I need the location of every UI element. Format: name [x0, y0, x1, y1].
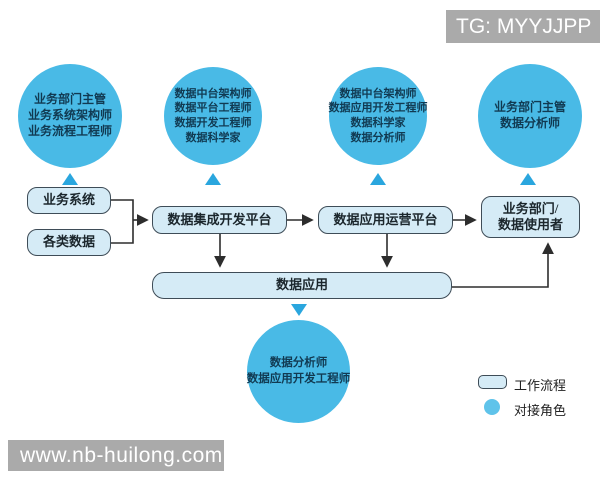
role-line: 数据分析师 — [350, 131, 406, 144]
role-line: 数据应用开发工程师 — [328, 102, 428, 115]
tg-watermark-badge: TG: MYYJJPP — [446, 10, 600, 43]
role-line: 数据平台工程师 — [174, 102, 252, 115]
role-circle-platform-engineers: 数据中台架构师 数据平台工程师 数据开发工程师 数据科学家 — [164, 67, 262, 165]
role-circle-app-developers: 数据中台架构师 数据应用开发工程师 数据科学家 数据分析师 — [328, 67, 428, 165]
role-line: 业务流程工程师 — [27, 123, 112, 138]
node-business-system: 业务系统 — [27, 187, 111, 214]
role-line: 数据中台架构师 — [174, 87, 252, 100]
legend-workflow-label: 工作流程 — [514, 378, 567, 393]
triangle-up-icon — [520, 173, 536, 185]
triangle-up-icon — [205, 173, 221, 185]
node-label: 数据应用 — [275, 277, 328, 293]
role-line: 数据分析师 — [499, 116, 560, 130]
legend-role-label: 对接角色 — [514, 403, 567, 418]
node-label: 业务系统 — [42, 192, 95, 208]
node-operation-platform: 数据应用运营平台 — [318, 206, 453, 234]
website-watermark-text: www.nb-huilong.com — [20, 443, 223, 467]
tg-watermark-text: TG: MYYJJPP — [456, 14, 592, 38]
role-line: 业务系统架构师 — [27, 108, 112, 123]
website-watermark-badge: www.nb-huilong.com — [8, 440, 224, 471]
role-line: 业务部门主管 — [33, 92, 106, 107]
node-label: 各类数据 — [42, 234, 95, 250]
node-data-application: 数据应用 — [152, 272, 452, 299]
node-various-data: 各类数据 — [27, 229, 111, 256]
legend-role-swatch — [484, 399, 500, 415]
node-label: 数据应用运营平台 — [333, 211, 438, 227]
node-label: 数据集成开发平台 — [167, 211, 272, 227]
merge-bracket-line — [111, 199, 134, 244]
legend-workflow-swatch — [478, 375, 507, 389]
node-label-line1: 业务部门/ — [502, 200, 559, 216]
node-label-line2: 数据使用者 — [497, 217, 563, 232]
role-line: 数据应用开发工程师 — [246, 372, 351, 385]
triangle-down-icon — [291, 304, 307, 316]
role-line: 数据开发工程师 — [174, 117, 252, 129]
role-circle-business-managers: 业务部门主管 业务系统架构师 业务流程工程师 — [18, 64, 122, 168]
role-line: 数据中台架构师 — [339, 87, 417, 100]
role-line: 数据科学家 — [350, 117, 406, 129]
node-business-dept-users: 业务部门/ 数据使用者 — [481, 196, 580, 238]
role-circle-dept-analysts: 业务部门主管 数据分析师 — [478, 64, 582, 168]
node-integration-platform: 数据集成开发平台 — [152, 206, 287, 234]
arrow-application-to-dept — [452, 242, 554, 288]
triangle-up-icon — [62, 173, 78, 185]
role-line: 数据分析师 — [269, 357, 328, 370]
role-line: 业务部门主管 — [493, 100, 566, 115]
triangle-up-icon — [370, 173, 386, 185]
role-line: 数据科学家 — [185, 131, 241, 144]
role-circle-data-analysts: 数据分析师 数据应用开发工程师 — [247, 320, 350, 423]
